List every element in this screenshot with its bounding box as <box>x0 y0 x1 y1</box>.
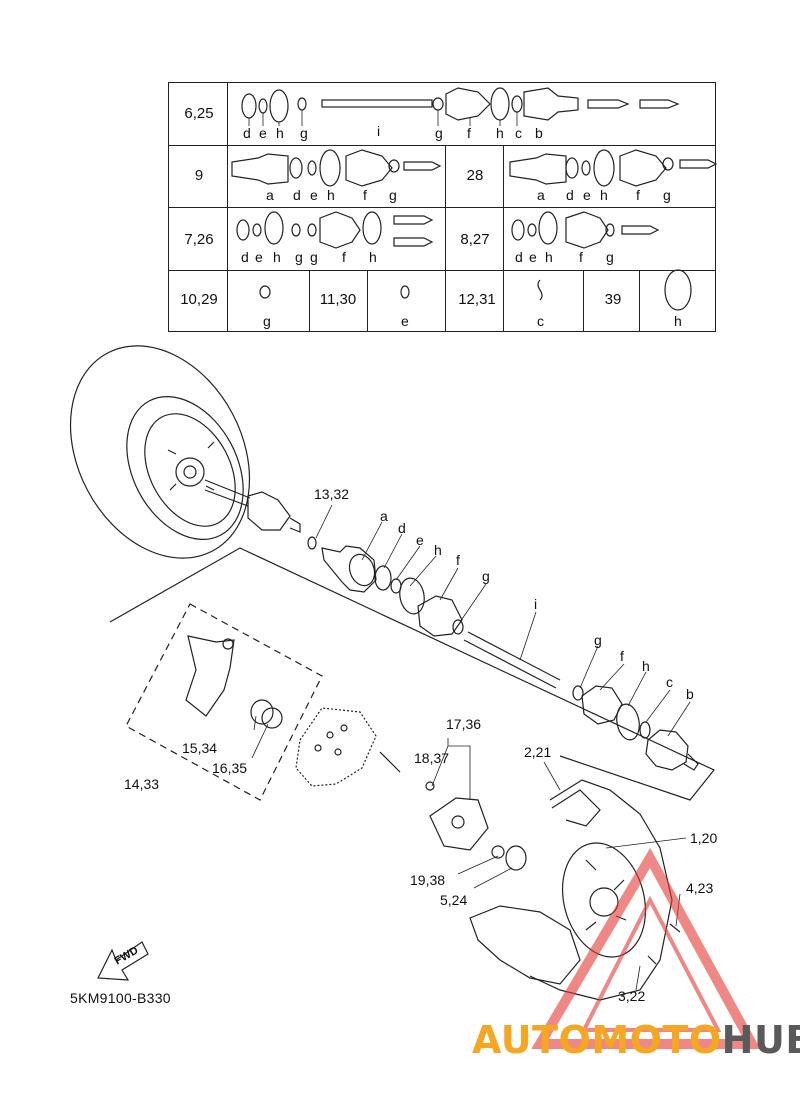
callout-d: d <box>398 520 406 536</box>
part-letter: h <box>327 187 335 203</box>
part-letter: g <box>300 125 308 141</box>
callout-h: h <box>434 542 442 558</box>
callout-i: i <box>534 596 538 612</box>
part-letter: e <box>529 249 537 265</box>
part-letter: d <box>293 187 301 203</box>
row3-part-icons <box>236 211 660 249</box>
part-letter: f <box>467 125 471 141</box>
part-letter: g <box>263 313 271 329</box>
part-letter: h <box>369 249 377 265</box>
callout-3-22: 3,22 <box>618 988 646 1004</box>
part-letter: g <box>435 125 443 141</box>
cv-joint-a <box>321 545 464 637</box>
fwd-arrow-icon <box>97 941 149 981</box>
callout-2-21: 2,21 <box>524 744 552 760</box>
knuckle-dashed-box <box>125 603 323 801</box>
part-letter: g <box>389 187 397 203</box>
axle-shaft-upper <box>204 479 317 550</box>
row4-part-icons <box>259 269 692 311</box>
watermark-logo-icon <box>531 847 761 1049</box>
callout-leaders <box>251 504 691 991</box>
kit-number: 7,26 <box>184 231 214 248</box>
cv-joint-b <box>572 685 699 771</box>
callout-5-24: 5,24 <box>440 892 468 908</box>
row2-part-icons <box>231 149 718 187</box>
callout-g: g <box>594 632 602 648</box>
part-letter: d <box>515 249 523 265</box>
watermark-part1: AUTOMOTO <box>472 1018 722 1062</box>
part-letter: b <box>535 125 543 141</box>
kit-number: 12,31 <box>458 291 496 308</box>
kit-number: 39 <box>604 291 622 308</box>
callout-4-23: 4,23 <box>686 880 714 896</box>
part-letter: a <box>537 187 545 203</box>
table-leader-lines <box>248 110 518 126</box>
part-letter: g <box>606 249 614 265</box>
part-letter: d <box>241 249 249 265</box>
part-letter: f <box>363 187 367 203</box>
part-letter: e <box>255 249 263 265</box>
row1-part-icons <box>241 87 680 123</box>
watermark-brand: AUTOMOTOHUB <box>472 1018 800 1062</box>
part-letter: f <box>579 249 583 265</box>
callout-g: g <box>482 568 490 584</box>
lower-wheel <box>469 779 681 1001</box>
watermark-part2: HUB <box>721 1018 800 1062</box>
kit-number: 10,29 <box>180 291 218 308</box>
wheel-hub <box>425 781 527 871</box>
callout-f: f <box>456 552 460 568</box>
part-letter: e <box>401 313 409 329</box>
part-letter: c <box>537 313 544 329</box>
kit-reference-table: 6,25 9 28 7,26 8,27 10,29 11,30 12,31 39… <box>168 82 716 332</box>
part-letter: f <box>636 187 640 203</box>
callout-16-35: 16,35 <box>212 760 248 776</box>
part-letter: e <box>310 187 318 203</box>
kit-number: 28 <box>466 167 484 184</box>
part-letter: e <box>583 187 591 203</box>
part-letter: h <box>273 249 281 265</box>
brake-disc <box>295 707 401 787</box>
callout-a: a <box>380 508 388 524</box>
part-letter: d <box>243 125 251 141</box>
kit-number: 11,30 <box>319 291 357 308</box>
part-code: 5KM9100-B330 <box>70 990 171 1006</box>
part-letter: g <box>663 187 671 203</box>
part-letter: f <box>342 249 346 265</box>
callout-19-38: 19,38 <box>410 872 446 888</box>
callout-18-37: 18,37 <box>414 750 450 766</box>
part-letter: e <box>259 125 267 141</box>
callout-13-32: 13,32 <box>314 486 350 502</box>
part-letter: h <box>276 125 284 141</box>
kit-number: 8,27 <box>460 231 490 248</box>
part-letter: g <box>295 249 303 265</box>
callout-h: h <box>642 658 650 674</box>
part-letter: a <box>266 187 274 203</box>
part-letter: i <box>377 123 381 139</box>
callout-c: c <box>666 674 673 690</box>
steering-knuckle <box>185 635 283 729</box>
callout-e: e <box>416 532 424 548</box>
part-letter: h <box>600 187 608 203</box>
part-letter: h <box>496 125 504 141</box>
part-letter: h <box>674 313 682 329</box>
part-letter: c <box>515 125 522 141</box>
kit-number: 6,25 <box>184 105 214 122</box>
callout-b: b <box>686 686 694 702</box>
kit-number: 9 <box>194 167 204 184</box>
assembly-outline <box>109 547 715 801</box>
axle-shaft-i <box>463 631 561 689</box>
part-letter: h <box>545 249 553 265</box>
upper-wheel <box>69 345 251 559</box>
callout-14-33: 14,33 <box>124 776 160 792</box>
callout-15-34: 15,34 <box>182 740 218 756</box>
part-letter: d <box>566 187 574 203</box>
callout-1-20: 1,20 <box>690 830 718 846</box>
part-letter: g <box>310 249 318 265</box>
callout-f: f <box>620 648 624 664</box>
callout-17-36: 17,36 <box>446 716 482 732</box>
